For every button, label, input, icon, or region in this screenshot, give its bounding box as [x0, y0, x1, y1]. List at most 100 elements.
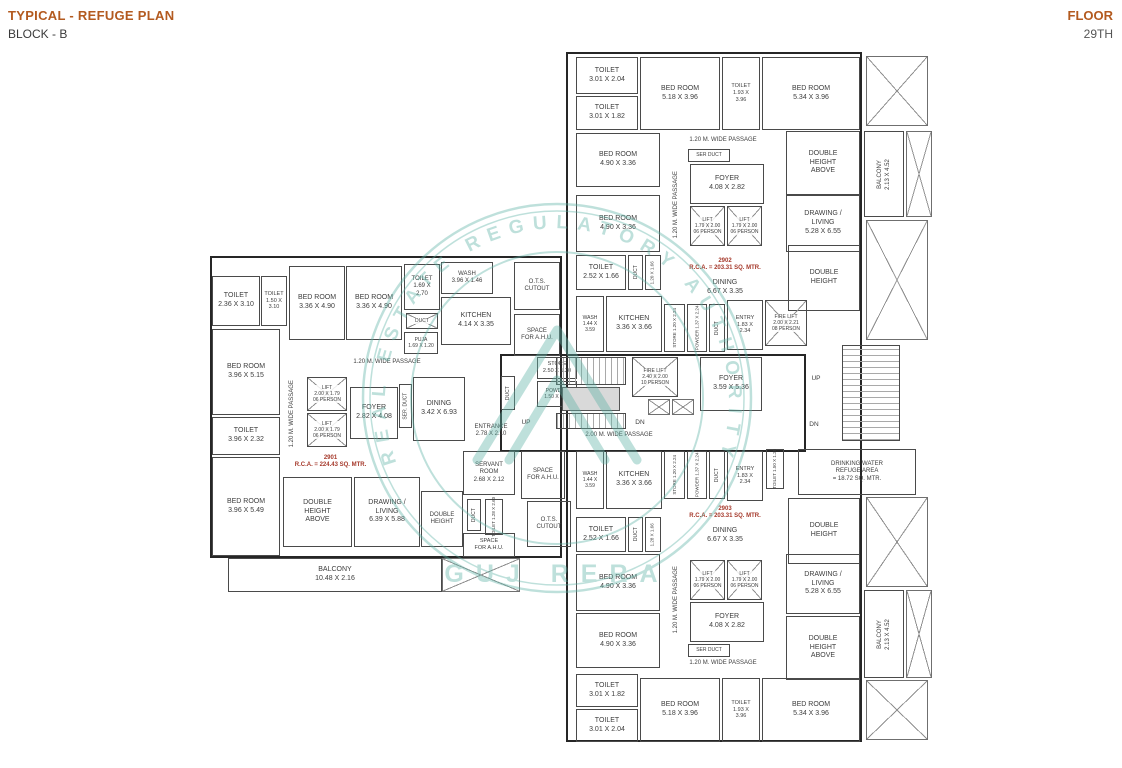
dn-label: DN	[804, 419, 824, 431]
block-label: BLOCK - B	[8, 27, 68, 41]
floor-value: 29TH	[1083, 27, 1113, 41]
up-label-label: UP	[811, 374, 821, 382]
store-label: STORE 1.20 X 2.24	[671, 455, 677, 495]
dn-label: DN	[630, 417, 650, 429]
powder: POWDER 1.37 X 2.24	[687, 451, 707, 499]
powder-label: POWDER 1.37 X 2.24	[694, 452, 700, 498]
ser-duct: SER DUCT	[688, 149, 730, 162]
stair-landing	[562, 387, 620, 411]
ser-duct-label: SER DUCT	[696, 647, 722, 654]
store-label: STORE 1.20 X 2.24	[671, 308, 677, 348]
page-title: TYPICAL - REFUGE PLAN	[8, 8, 175, 23]
duct-label: DUCT	[632, 527, 639, 542]
duct: DUCT	[628, 517, 643, 552]
terrace-deck	[866, 680, 928, 740]
passage-label-label: 1.20 M. WIDE PASSAGE	[689, 136, 757, 143]
toilet-label: TOILET 1.28 X 2.60	[491, 497, 497, 537]
passage-label: 1.20 M. WIDE PASSAGE	[670, 150, 684, 260]
ser-duct-label: SER DUCT	[696, 152, 722, 159]
staircase	[556, 413, 626, 429]
duct-box	[648, 399, 670, 415]
duct-box	[672, 399, 694, 415]
up-label-label: UP	[521, 418, 531, 426]
ots-cutout: O.T.S.CUTOUT	[527, 501, 571, 547]
duct-label: DUCT	[414, 317, 430, 325]
terrace-deck	[906, 131, 932, 217]
duct-label: DUCT	[713, 321, 720, 335]
up-label: UP	[806, 373, 826, 385]
duct: DUCT	[628, 255, 643, 290]
passage-label-label: 1.20 M. WIDE PASSAGE	[673, 566, 680, 634]
dn-label-label: DN	[809, 420, 819, 428]
toilet: TOILET 1.50 X 1.25	[766, 449, 784, 489]
duct-label: 1.20 X 1.66	[650, 260, 656, 285]
